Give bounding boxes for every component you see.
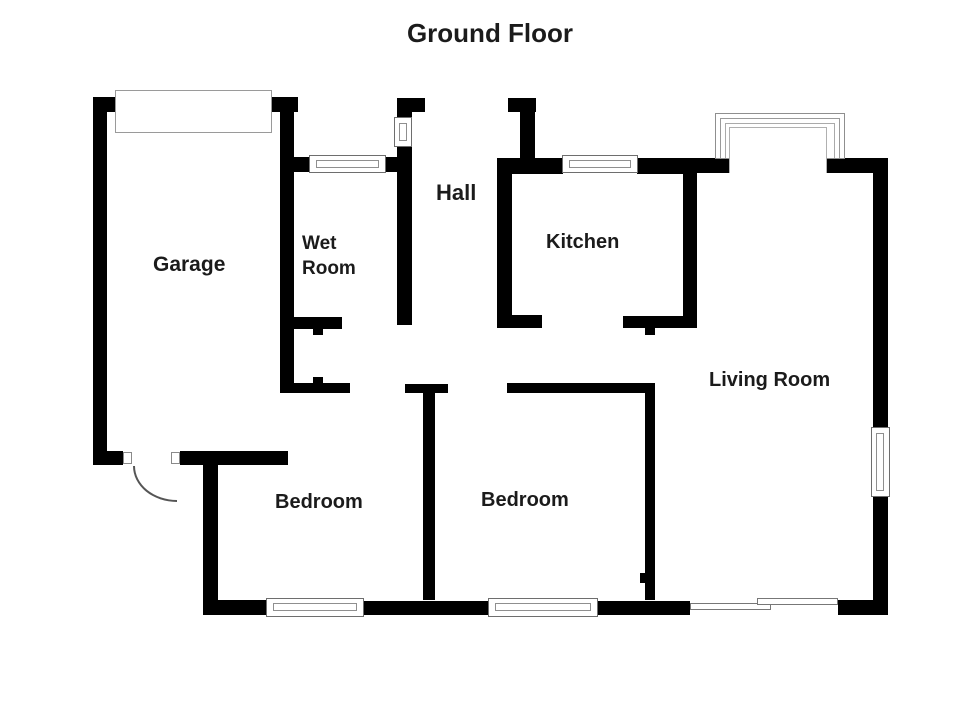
bay-window-frame-inner	[725, 123, 835, 158]
wall-bottom-segment-4	[838, 600, 888, 615]
wall-kitchen-top-left	[497, 158, 563, 174]
window-kitchen	[562, 155, 638, 173]
room-label-wet-room-line2: Room	[302, 258, 356, 279]
wall-bedroom-divider	[423, 388, 435, 600]
room-label-kitchen: Kitchen	[546, 231, 620, 253]
wall-wet-room-right	[397, 144, 412, 325]
garage-door	[115, 90, 272, 133]
door-jamb-tick-living-room	[640, 573, 645, 583]
room-label-wet-room-line1: Wet	[302, 233, 337, 254]
wall-kitchen-bottom-right	[623, 316, 697, 328]
wall-bedroom-left-top	[281, 383, 350, 393]
sliding-patio-door-panel-left	[690, 603, 771, 610]
door-jamb-tick-kitchen	[645, 328, 655, 335]
wall-living-room-top-left	[697, 158, 731, 173]
wall-bedroom-right-side	[645, 383, 655, 600]
wall-garage-right	[280, 97, 294, 393]
wall-bottom-segment-2	[363, 601, 490, 615]
wall-kitchen-top-right	[637, 158, 697, 174]
window-living-room-side	[871, 427, 890, 497]
floor-plan-title: Ground Floor	[406, 18, 574, 48]
door-jamb-tick-bedroom-left	[313, 377, 323, 383]
door-jamb-left	[123, 452, 132, 464]
wall-kitchen-bottom-left	[497, 315, 542, 328]
wall-kitchen-living-divider	[683, 158, 697, 328]
room-label-bedroom-left: Bedroom	[275, 491, 363, 513]
door-jamb-tick-wet-room	[313, 329, 323, 335]
door-jamb-right	[171, 452, 180, 464]
room-label-living-room: Living Room	[709, 369, 831, 391]
window-bedroom-left	[266, 598, 364, 617]
wall-bottom-segment-3	[597, 601, 690, 615]
wall-bedroom-right-top	[507, 383, 655, 393]
window-bedroom-right	[488, 598, 598, 617]
bay-window-opening	[729, 127, 827, 173]
bay-window-frame	[720, 118, 840, 158]
wall-bedroom-left-outer	[203, 451, 218, 615]
wall-living-room-top-right	[825, 158, 888, 173]
wall-garage-bottom-right	[180, 451, 288, 465]
wall-bottom-segment-1	[203, 600, 268, 615]
room-label-garage: Garage	[153, 253, 226, 276]
window-hall	[394, 117, 412, 147]
wall-garage-left	[93, 97, 107, 465]
room-label-bedroom-right: Bedroom	[481, 489, 569, 511]
wall-kitchen-left	[497, 158, 512, 328]
wall-entry-left-post	[397, 98, 412, 120]
wall-wet-room-bottom	[281, 317, 342, 329]
window-wet-room	[309, 155, 386, 173]
wall-entry-right-post	[520, 98, 535, 166]
wall-right-upper	[873, 158, 888, 427]
sliding-patio-door-panel-right	[757, 598, 838, 605]
wall-garage-bottom-left	[93, 451, 123, 465]
room-label-hall: Hall	[436, 180, 477, 205]
wall-right-lower	[873, 497, 888, 615]
garage-door-swing-arc	[133, 466, 177, 502]
